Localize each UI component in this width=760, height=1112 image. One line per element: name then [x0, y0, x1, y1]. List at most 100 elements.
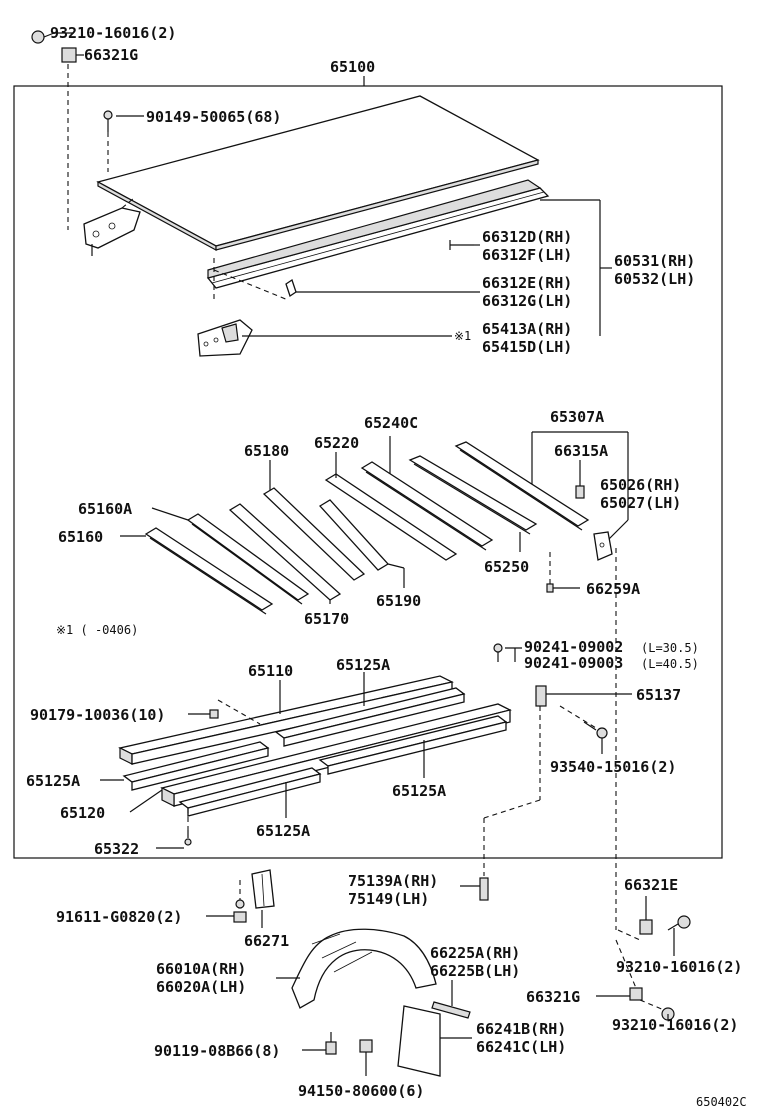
filler-65125A-mid[interactable]: [318, 715, 508, 775]
bracket-66225A[interactable]: [431, 1001, 471, 1019]
label-66225B: 66225B(LH): [430, 962, 520, 980]
crossmember-65160[interactable]: [144, 527, 274, 615]
side-rail[interactable]: [206, 179, 550, 289]
bracket-65026[interactable]: [593, 531, 613, 561]
label-66315A: 66315A: [554, 442, 608, 460]
mudguard-66010A[interactable]: [291, 928, 437, 1009]
leader-65160A: [151, 507, 189, 521]
leader-65190b: [387, 563, 405, 569]
dash-93210-bottom: [639, 999, 665, 1011]
label-66321G-top: 66321G: [84, 46, 138, 64]
filler-65125A-top[interactable]: [274, 687, 466, 747]
label-66312F: 66312F(LH): [482, 246, 572, 264]
clip-66312E[interactable]: [285, 278, 297, 298]
label-66241C: 66241C(LH): [476, 1038, 566, 1056]
nut-66321E[interactable]: [639, 919, 653, 935]
label-65027: 65027(LH): [600, 494, 681, 512]
label-90179: 90179-10036(10): [30, 706, 165, 724]
label-93210-top: 93210-16016(2): [50, 24, 176, 42]
nut-66321G-top[interactable]: [61, 47, 77, 63]
label-65413A: 65413A(RH): [482, 320, 572, 338]
label-93210-bottom: 93210-16016(2): [612, 1016, 738, 1034]
label-65250: 65250: [484, 558, 529, 576]
bolt-65322[interactable]: [184, 830, 192, 846]
rear-bracket-65413A[interactable]: [197, 319, 253, 357]
dash-rail-b: [213, 269, 289, 301]
bracket-66271[interactable]: [251, 869, 275, 909]
crossmember-65160A[interactable]: [186, 513, 310, 605]
label-66259A: 66259A: [586, 580, 640, 598]
bolt-91611[interactable]: [233, 899, 247, 923]
bracket-66315A[interactable]: [575, 485, 585, 499]
label-75149: 75149(LH): [348, 890, 429, 908]
bolt-93540[interactable]: [583, 721, 608, 739]
dash-90179: [217, 699, 261, 725]
deck-panel[interactable]: [96, 95, 540, 252]
screw-90179[interactable]: [209, 709, 219, 719]
label-90241b: 90241-09003: [524, 654, 623, 672]
label-75139A: 75139A(RH): [348, 872, 438, 890]
nut-94150[interactable]: [359, 1039, 373, 1053]
crossmember-65220[interactable]: [324, 473, 458, 561]
crossmember-65170[interactable]: [228, 503, 342, 601]
mudflap-66241B[interactable]: [397, 1005, 441, 1077]
label-66020A: 66020A(LH): [156, 978, 246, 996]
label-66321E: 66321E: [624, 876, 678, 894]
dash-bracket: [121, 197, 135, 209]
label-65137: 65137: [636, 686, 681, 704]
label-66321G-bottom: 66321G: [526, 988, 580, 1006]
label-93540: 93540-15016(2): [550, 758, 676, 776]
screw-90149[interactable]: [103, 110, 113, 132]
crossmember-65240C[interactable]: [360, 461, 494, 551]
dash-93540: [559, 705, 597, 729]
label-94150: 94150-80600(6): [298, 1082, 424, 1100]
crossmember-65180[interactable]: [262, 487, 366, 581]
dash-65137-diag: [483, 799, 541, 819]
label-66010A: 66010A(RH): [156, 960, 246, 978]
bracket-65137[interactable]: [535, 685, 547, 707]
label-65170: 65170: [304, 610, 349, 628]
filler-65125A-bot[interactable]: [178, 767, 322, 817]
label-65240C: 65240C: [364, 414, 418, 432]
bolt-93210-top[interactable]: [31, 30, 55, 44]
label-65026: 65026(RH): [600, 476, 681, 494]
label-65100: 65100: [330, 58, 375, 76]
crossmember-65250[interactable]: [408, 455, 538, 535]
label-91611: 91611-G0820(2): [56, 908, 182, 926]
label-figure-code: 650402C: [696, 1095, 747, 1109]
label-65125A-mid: 65125A: [392, 782, 446, 800]
label-65190: 65190: [376, 592, 421, 610]
leader-65026: [607, 519, 629, 541]
label-65322: 65322: [94, 840, 139, 858]
label-90241a-suffix: (L=30.5): [641, 641, 699, 655]
label-90241a: 90241-09002: [524, 638, 623, 656]
label-65160A: 65160A: [78, 500, 132, 518]
label-66312E: 66312E(RH): [482, 274, 572, 292]
label-65160: 65160: [58, 528, 103, 546]
label-65120: 65120: [60, 804, 105, 822]
label-note-mark: ※1: [454, 329, 471, 343]
clip-75139A[interactable]: [479, 877, 489, 901]
label-90241b-suffix: (L=40.5): [641, 657, 699, 671]
bolt-90119[interactable]: [325, 1032, 337, 1055]
pin-66259A[interactable]: [546, 583, 554, 593]
label-65125A-top: 65125A: [336, 656, 390, 674]
nut-66321G-bottom[interactable]: [629, 987, 643, 1001]
label-65220: 65220: [314, 434, 359, 452]
crossmember-65307A[interactable]: [454, 441, 590, 531]
label-65415D: 65415D(LH): [482, 338, 572, 356]
label-66271: 66271: [244, 932, 289, 950]
bolt-93210-mid[interactable]: [667, 915, 691, 931]
label-90119: 90119-08B66(8): [154, 1042, 280, 1060]
front-bracket-left[interactable]: [83, 207, 141, 256]
label-65125A-bot: 65125A: [256, 822, 310, 840]
bolt-90241[interactable]: [493, 643, 503, 662]
pin-66312D[interactable]: [449, 240, 474, 250]
assembly-frame: [13, 85, 723, 859]
label-90149: 90149-50065(68): [146, 108, 281, 126]
label-65307A: 65307A: [550, 408, 604, 426]
label-60532: 60532(LH): [614, 270, 695, 288]
filler-65125A-left[interactable]: [122, 741, 270, 791]
